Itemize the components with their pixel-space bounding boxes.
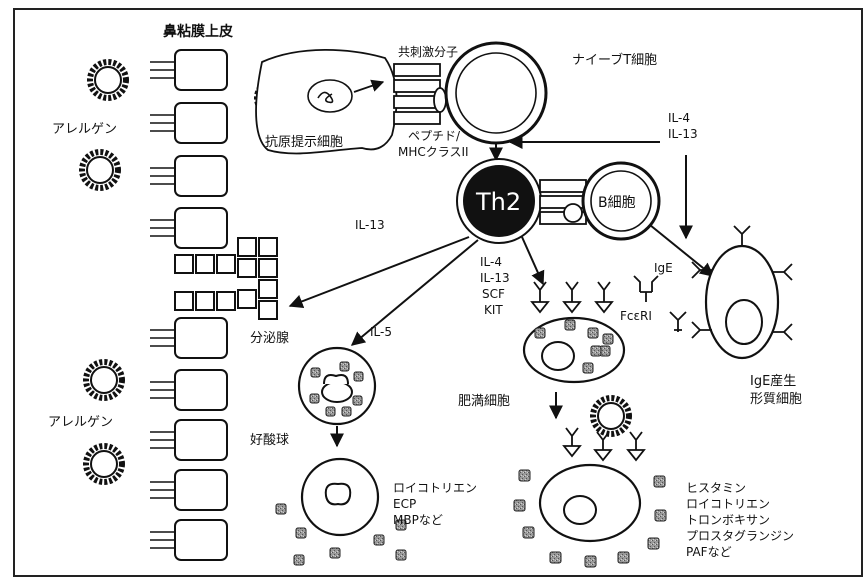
- label-il4-mast: IL-4: [480, 255, 502, 269]
- label-mast-med-5: PAFなど: [686, 545, 732, 559]
- label-scf: SCF: [482, 287, 505, 301]
- label-kit: KIT: [484, 303, 503, 317]
- label-fceri: FcεRI: [620, 309, 652, 323]
- label-allergen-bottom: アレルゲン: [48, 415, 113, 430]
- th2-b-connection: [540, 180, 586, 224]
- label-b-cell: B細胞: [598, 195, 636, 211]
- label-nasal-epithelium: 鼻粘膜上皮: [163, 23, 233, 40]
- label-mhc: MHCクラスII: [398, 145, 469, 159]
- label-il13-mast: IL-13: [480, 271, 510, 285]
- label-th2: Th2: [475, 188, 521, 216]
- label-eos-med-2: ECP: [393, 497, 416, 511]
- label-allergen-top: アレルゲン: [52, 122, 117, 137]
- label-mast-med-4: プロスタグランジン: [686, 529, 794, 543]
- label-apc: 抗原提示細胞: [265, 134, 343, 150]
- mast-cell-receptors: [532, 282, 612, 312]
- label-peptide: ペプチド/: [408, 129, 461, 143]
- label-naive-t: ナイーブT細胞: [572, 52, 657, 68]
- label-eos-med-3: MBPなど: [393, 513, 443, 527]
- label-gland: 分泌腺: [250, 331, 289, 346]
- label-mast-cell: 肥満細胞: [458, 394, 510, 409]
- label-eos-med-1: ロイコトリエン: [393, 481, 477, 495]
- label-il5: IL-5: [370, 325, 392, 339]
- label-mast-med-1: ヒスタミン: [686, 481, 746, 495]
- label-plasma-1: IgE産生: [750, 373, 796, 389]
- cilia: [150, 62, 175, 548]
- label-mast-med-3: トロンボキサン: [686, 513, 770, 527]
- label-il13-left: IL-13: [355, 218, 385, 232]
- free-ige: [634, 276, 686, 332]
- label-il13-top: IL-13: [668, 127, 698, 141]
- label-plasma-2: 形質細胞: [750, 392, 802, 407]
- label-ige: IgE: [654, 261, 673, 275]
- label-mast-med-2: ロイコトリエン: [686, 497, 770, 511]
- label-costim: 共刺激分子: [398, 45, 458, 59]
- label-eosinophil: 好酸球: [250, 433, 289, 448]
- naive-t-cell: [446, 43, 546, 143]
- label-il4-top: IL-4: [668, 111, 690, 125]
- costim-receptors: [394, 64, 446, 124]
